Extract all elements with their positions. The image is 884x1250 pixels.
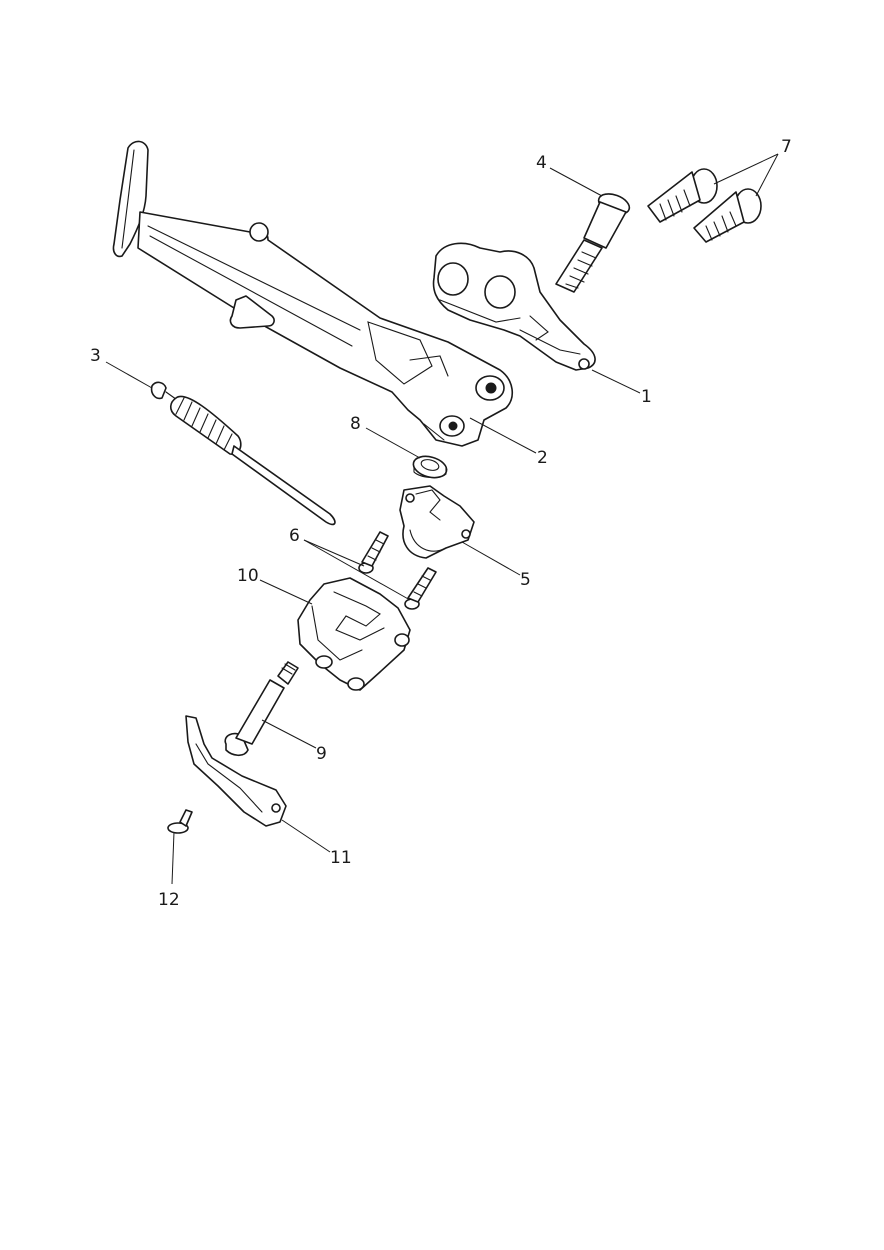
callout-7: 7 <box>781 137 792 157</box>
callout-8: 8 <box>350 414 361 434</box>
switch-cover <box>297 577 411 691</box>
callout-12: 12 <box>158 890 180 910</box>
callout-3: 3 <box>90 346 101 366</box>
callout-1: 1 <box>641 387 652 407</box>
callout-9: 9 <box>316 744 327 764</box>
guard-plate <box>185 715 287 827</box>
callout-10: 10 <box>237 566 259 586</box>
shoulder-bolt <box>555 193 631 293</box>
pivot-bolt <box>224 661 299 757</box>
switch-screws <box>358 531 437 610</box>
small-screw <box>167 809 193 834</box>
callout-5: 5 <box>520 570 531 590</box>
callout-labels: 1 2 3 4 5 6 7 8 9 10 11 12 <box>90 137 792 910</box>
spring <box>150 381 336 526</box>
callout-2: 2 <box>537 448 548 468</box>
callout-6: 6 <box>289 526 300 546</box>
mounting-bracket <box>432 242 596 371</box>
callout-4: 4 <box>536 153 547 173</box>
leader-lines <box>105 153 779 885</box>
callout-11: 11 <box>330 848 352 868</box>
flange-bolts <box>647 168 762 243</box>
side-stand-switch <box>399 485 475 559</box>
nut <box>412 455 448 479</box>
side-stand-leg <box>112 140 513 447</box>
